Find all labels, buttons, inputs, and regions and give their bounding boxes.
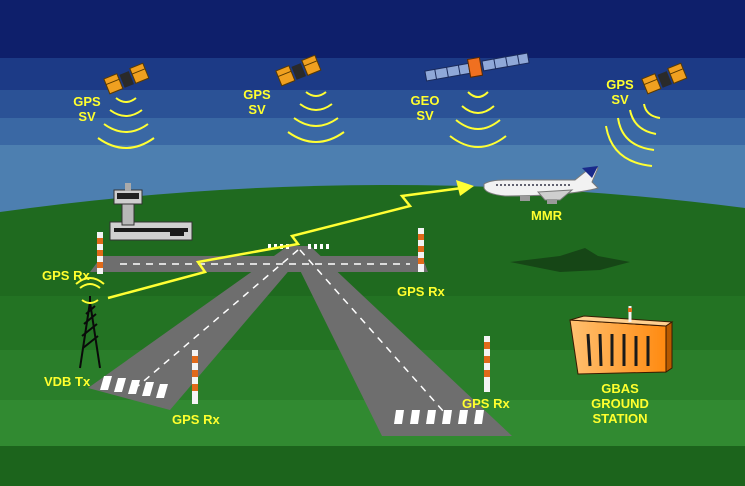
- runway-right: [288, 246, 512, 436]
- gps-satellite-icon: [103, 62, 150, 95]
- geo-label-line1: GEO: [410, 93, 440, 108]
- geo-label: GEO SV: [407, 93, 443, 123]
- geo-satellite-icon: [424, 52, 530, 82]
- gps-receiver-mast-icon: [192, 350, 198, 404]
- gps-receiver-mast-icon: [418, 228, 424, 272]
- sv1-label-line1: GPS: [73, 94, 101, 109]
- threshold-markings-left: [100, 376, 168, 398]
- signal-arcs: [605, 103, 661, 167]
- gbas-label-line3: STATION: [592, 411, 648, 426]
- gps-rx-left-label: GPS Rx: [42, 268, 90, 283]
- gps-satellite-icon: [275, 54, 322, 87]
- gbas-label-line1: GBAS: [601, 381, 639, 396]
- gps-satellite-icon: [641, 62, 688, 95]
- gps-rx-right-label: GPS Rx: [397, 284, 445, 299]
- ground-station-icon: [569, 306, 674, 375]
- threshold-markings-right: [394, 410, 484, 424]
- airplane-icon: [483, 166, 599, 204]
- sv2-label-line2: SV: [248, 102, 266, 117]
- sv1-label: GPS SV: [70, 94, 104, 124]
- airplane-shadow: [510, 248, 630, 272]
- vdb-antenna-icon: [75, 277, 105, 369]
- gbas-label: GBAS GROUND STATION: [580, 381, 660, 426]
- signal-arcs: [449, 91, 507, 148]
- signal-arcs: [97, 97, 155, 149]
- sv4-label-line2: SV: [611, 92, 629, 107]
- gps-receiver-mast-icon: [97, 232, 103, 274]
- sv4-label-line1: GPS: [606, 77, 634, 92]
- cross-runway: [90, 256, 428, 272]
- vdb-tx-label: VDB Tx: [44, 374, 91, 389]
- runways: [88, 244, 512, 436]
- control-tower-icon: [109, 183, 193, 241]
- geo-label-line2: SV: [416, 108, 434, 123]
- gps-receiver-mast-icon: [484, 336, 490, 392]
- gbas-label-line2: GROUND: [591, 396, 649, 411]
- sv2-label: GPS SV: [240, 87, 274, 117]
- gps-rx-lower-right-label: GPS Rx: [462, 396, 510, 411]
- sv2-label-line1: GPS: [243, 87, 271, 102]
- gps-rx-bottom-label: GPS Rx: [172, 412, 220, 427]
- signal-arcs: [287, 91, 345, 143]
- sv1-label-line2: SV: [78, 109, 96, 124]
- data-link: [107, 180, 474, 300]
- sv4-label: GPS SV: [603, 77, 637, 107]
- mmr-label: MMR: [531, 208, 563, 223]
